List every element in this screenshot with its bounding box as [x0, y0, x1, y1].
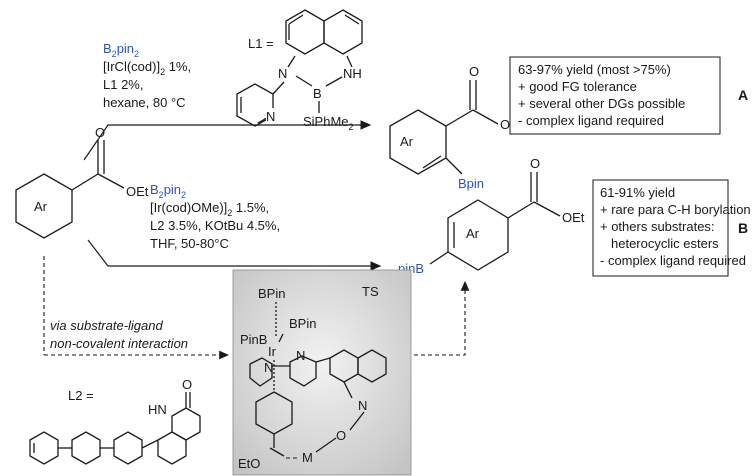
ts-n1: N	[264, 360, 273, 375]
ligand-loading-a: L1 2%,	[103, 77, 143, 92]
pa-ar: Ar	[400, 134, 414, 149]
label-b: B	[738, 220, 748, 236]
summary-b-line-3: + others substrates:	[600, 219, 715, 234]
ts-bpin-top: BPin	[258, 286, 285, 301]
sm-oet-label: OEt	[126, 184, 149, 199]
svg-text:SiPhMe2: SiPhMe2	[303, 114, 354, 132]
summary-b-line-5: - complex ligand required	[600, 253, 746, 268]
summary-box-a: 63-97% yield (most >75%) + good FG toler…	[509, 56, 748, 135]
ligand-base-b: L2 3.5%, KOtBu 4.5%,	[150, 218, 280, 233]
pa-bpin: Bpin	[458, 176, 484, 191]
l1-py-n: N	[266, 109, 275, 124]
conditions-b: B2pin2 [Ir(cod)OMe)]2 1.5%, L2 3.5%, KOt…	[150, 182, 280, 251]
solvent-temp-b: THF, 50-80°C	[150, 236, 229, 251]
summary-a-line-1: 63-97% yield (most >75%)	[518, 62, 671, 77]
pb-o: O	[530, 156, 540, 171]
catalyst-a: [IrCl(cod)]	[103, 59, 160, 74]
svg-text:[Ir(cod)OMe)]2 1.5%,: [Ir(cod)OMe)]2 1.5%,	[150, 200, 269, 218]
via-line-1: via substrate-ligand	[50, 318, 163, 333]
summary-a-line-4: - complex ligand required	[518, 113, 664, 128]
summary-a-line-2: + good FG tolerance	[518, 79, 637, 94]
summary-b-line-4: heterocyclic esters	[611, 236, 719, 251]
l2-ligand: L2 = O HN	[29, 377, 201, 465]
ts-m: M	[302, 450, 313, 465]
summary-a-line-3: + several other DGs possible	[518, 96, 685, 111]
b2pin2-b-b: B	[150, 182, 159, 197]
transition-state: TS BPin PinB Ir BPin N N N EtO M O	[232, 269, 412, 476]
svg-text:B2pin2: B2pin2	[150, 182, 186, 200]
ts-background	[232, 269, 412, 476]
pa-o: O	[469, 64, 479, 79]
product-b: Ar O OEt pinB	[398, 156, 585, 276]
l1-nh: NH	[343, 66, 362, 81]
conditions-a: B2pin2 [IrCl(cod)]2 1%, L1 2%, hexane, 8…	[103, 41, 191, 110]
via-line-2: non-covalent interaction	[50, 336, 188, 351]
summary-box-b: 61-91% yield + rare para C-H borylation …	[592, 179, 751, 277]
ts-pinb-left: PinB	[240, 332, 267, 347]
pb-oet: OEt	[562, 210, 585, 225]
ts-label: TS	[362, 284, 379, 299]
product-a: Ar O OEt Bpin	[389, 64, 523, 191]
catalyst-b: [Ir(cod)OMe)]	[150, 200, 227, 215]
ts-eto: EtO	[238, 456, 260, 471]
ts-n2: N	[296, 348, 305, 363]
dashed-path: via substrate-ligand non-covalent intera…	[43, 256, 470, 360]
arrow-a	[83, 120, 372, 161]
sm-ar-label: Ar	[34, 199, 48, 214]
label-a: A	[738, 87, 748, 103]
summary-b-line-2: + rare para C-H borylation	[600, 202, 751, 217]
ts-o: O	[336, 428, 346, 443]
pb-ar: Ar	[466, 226, 480, 241]
arrow-b	[87, 239, 382, 271]
ts-ir: Ir	[268, 344, 277, 359]
l1-ligand: L1 = N B NH SiPhMe2 N	[236, 9, 363, 132]
sm-o-label: O	[95, 125, 105, 140]
l1-si: SiPhMe	[303, 114, 349, 129]
l2-label: L2 =	[68, 388, 94, 403]
svg-text:B2pin2: B2pin2	[103, 41, 139, 59]
l2-o: O	[182, 377, 192, 392]
ts-bpin-right: BPin	[289, 316, 316, 331]
solvent-temp-a: hexane, 80 °C	[103, 95, 186, 110]
svg-text:[IrCl(cod)]2 1%,: [IrCl(cod)]2 1%,	[103, 59, 191, 77]
ts-n3: N	[358, 398, 367, 413]
summary-b-line-1: 61-91% yield	[600, 185, 675, 200]
l2-hn: HN	[148, 402, 167, 417]
l1-n-left: N	[278, 66, 287, 81]
starting-material: Ar O OEt	[15, 125, 149, 239]
l1-label: L1 =	[248, 36, 274, 51]
b2pin2-a-b: B	[103, 41, 112, 56]
l1-b: B	[313, 86, 322, 101]
